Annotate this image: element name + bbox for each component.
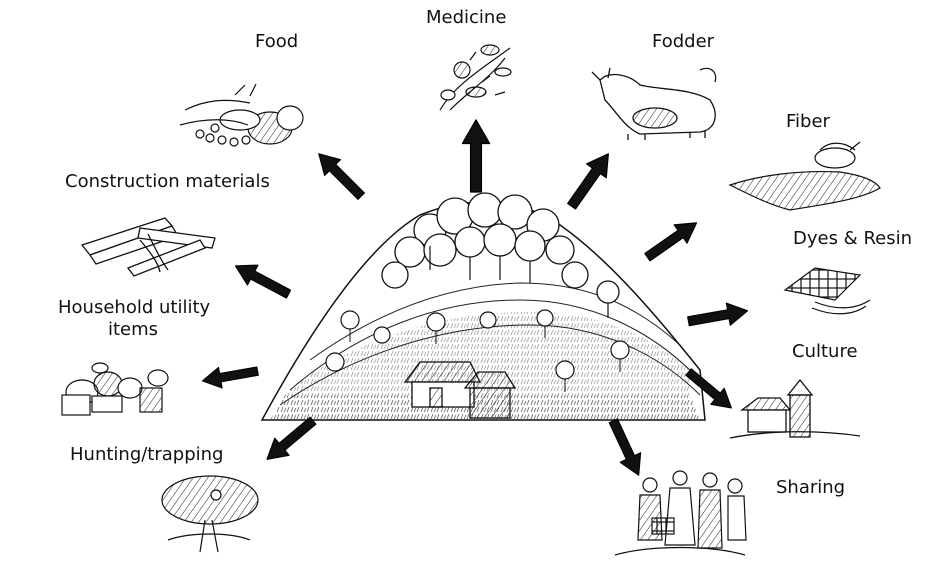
- sharing-illustration: [614, 470, 747, 556]
- label-household-line1: Household utility: [58, 297, 211, 318]
- label-food: Food: [255, 31, 299, 52]
- label-culture: Culture: [792, 341, 858, 362]
- hunting-illustration: [161, 475, 259, 553]
- label-dyes-resin: Dyes & Resin: [793, 228, 913, 249]
- label-household-utility-items: Household utility items: [58, 297, 211, 341]
- label-fiber: Fiber: [786, 111, 830, 132]
- label-household-line2: items: [107, 319, 159, 340]
- central-forest-hill: [260, 192, 706, 421]
- arrow-food: [310, 145, 370, 205]
- arrow-dyes: [685, 299, 751, 333]
- arrow-household: [200, 360, 260, 392]
- arrow-sharing: [602, 415, 650, 481]
- dyes-illustration: [783, 267, 871, 315]
- label-medicine: Medicine: [426, 7, 507, 28]
- label-construction-materials: Construction materials: [65, 171, 270, 192]
- medicine-illustration: [439, 44, 512, 111]
- label-hunting-trapping: Hunting/trapping: [70, 444, 224, 465]
- household-illustration: [61, 362, 169, 416]
- construction-illustration: [80, 217, 216, 277]
- fodder-illustration: [591, 67, 717, 140]
- culture-illustration: [729, 378, 861, 439]
- arrow-fodder: [561, 146, 619, 214]
- food-illustration: [179, 83, 304, 147]
- label-sharing: Sharing: [776, 477, 846, 498]
- label-fodder: Fodder: [652, 31, 715, 52]
- fiber-illustration: [728, 141, 881, 211]
- arrow-fiber: [640, 213, 704, 267]
- arrow-construction: [229, 255, 295, 305]
- arrow-medicine: [461, 119, 491, 193]
